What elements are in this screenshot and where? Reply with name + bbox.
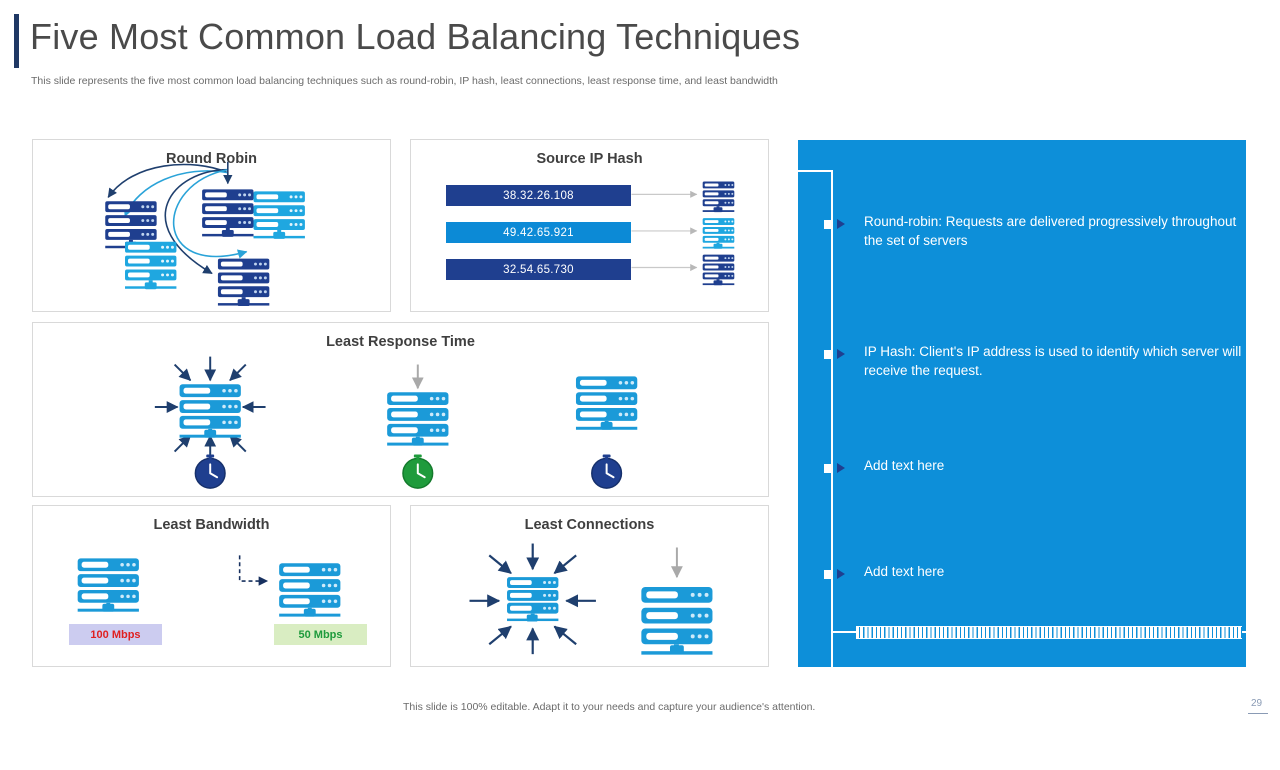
bullet-square-icon <box>824 220 833 229</box>
sidebar-item-label: Round-robin: Requests are delivered prog… <box>864 214 1237 248</box>
least-connections-diagram <box>469 543 713 655</box>
sidebar-connector-top <box>798 170 832 172</box>
panel-least-response-time: Least Response Time <box>32 322 769 497</box>
sidebar-item-label: Add text here <box>864 564 945 579</box>
sidebar-connector-bottom <box>831 631 859 633</box>
sidebar-hatched-bar <box>856 626 1242 639</box>
bullet-arrow-icon <box>837 349 845 359</box>
panel-round-robin-title: Round Robin <box>165 151 257 167</box>
least-response-time-diagram <box>154 356 638 489</box>
page-number-rule <box>1248 713 1268 714</box>
clock-icon-3 <box>591 454 623 489</box>
panel-source-ip-hash-title: Source IP Hash <box>536 151 643 167</box>
panel-least-connections-title: Least Connections <box>524 517 655 533</box>
sidebar-item-label: IP Hash: Client's IP address is used to … <box>864 344 1242 378</box>
bullet-arrow-icon <box>837 219 845 229</box>
footer-note: This slide is 100% editable. Adapt it to… <box>403 701 816 713</box>
panel-source-ip-hash: Source IP Hash 38.32.26.108 49.42.65.921… <box>410 139 769 312</box>
page-number: 29 <box>1251 698 1263 709</box>
least-bandwidth-diagram <box>77 555 341 617</box>
slide: Five Most Common Load Balancing Techniqu… <box>14 14 1268 770</box>
bullet-arrow-icon <box>837 569 845 579</box>
bullet-square-icon <box>824 570 833 579</box>
title-accent-bar <box>14 14 19 68</box>
panel-least-response-time-title: Least Response Time <box>326 334 475 350</box>
page-title: Five Most Common Load Balancing Techniqu… <box>30 16 801 57</box>
bandwidth-tag-2: 50 Mbps <box>274 624 367 645</box>
page-subtitle: This slide represents the five most comm… <box>31 75 778 87</box>
clock-icon-2 <box>402 454 434 489</box>
panel-least-bandwidth-title: Least Bandwidth <box>153 517 270 533</box>
panel-least-connections: Least Connections <box>410 505 769 667</box>
panel-least-bandwidth: Least Bandwidth <box>32 505 391 667</box>
sidebar-panel: Round-robin: Requests are delivered prog… <box>798 140 1252 770</box>
ip-bar-3: 32.54.65.730 <box>446 259 631 280</box>
ip-bar-2: 49.42.65.921 <box>446 222 631 243</box>
sidebar-hatched-bar-tail <box>1242 631 1252 633</box>
source-ip-hash-diagram <box>631 181 735 286</box>
bandwidth-tag-1: 100 Mbps <box>69 624 162 645</box>
round-robin-diagram <box>105 161 305 307</box>
bullet-square-icon <box>824 350 833 359</box>
bullet-arrow-icon <box>837 463 845 473</box>
clock-icon-1 <box>194 454 226 489</box>
bullet-square-icon <box>824 464 833 473</box>
ip-bar-1: 38.32.26.108 <box>446 185 631 206</box>
sidebar-item-label: Add text here <box>864 458 945 473</box>
panel-round-robin: Round Robin <box>32 139 391 312</box>
